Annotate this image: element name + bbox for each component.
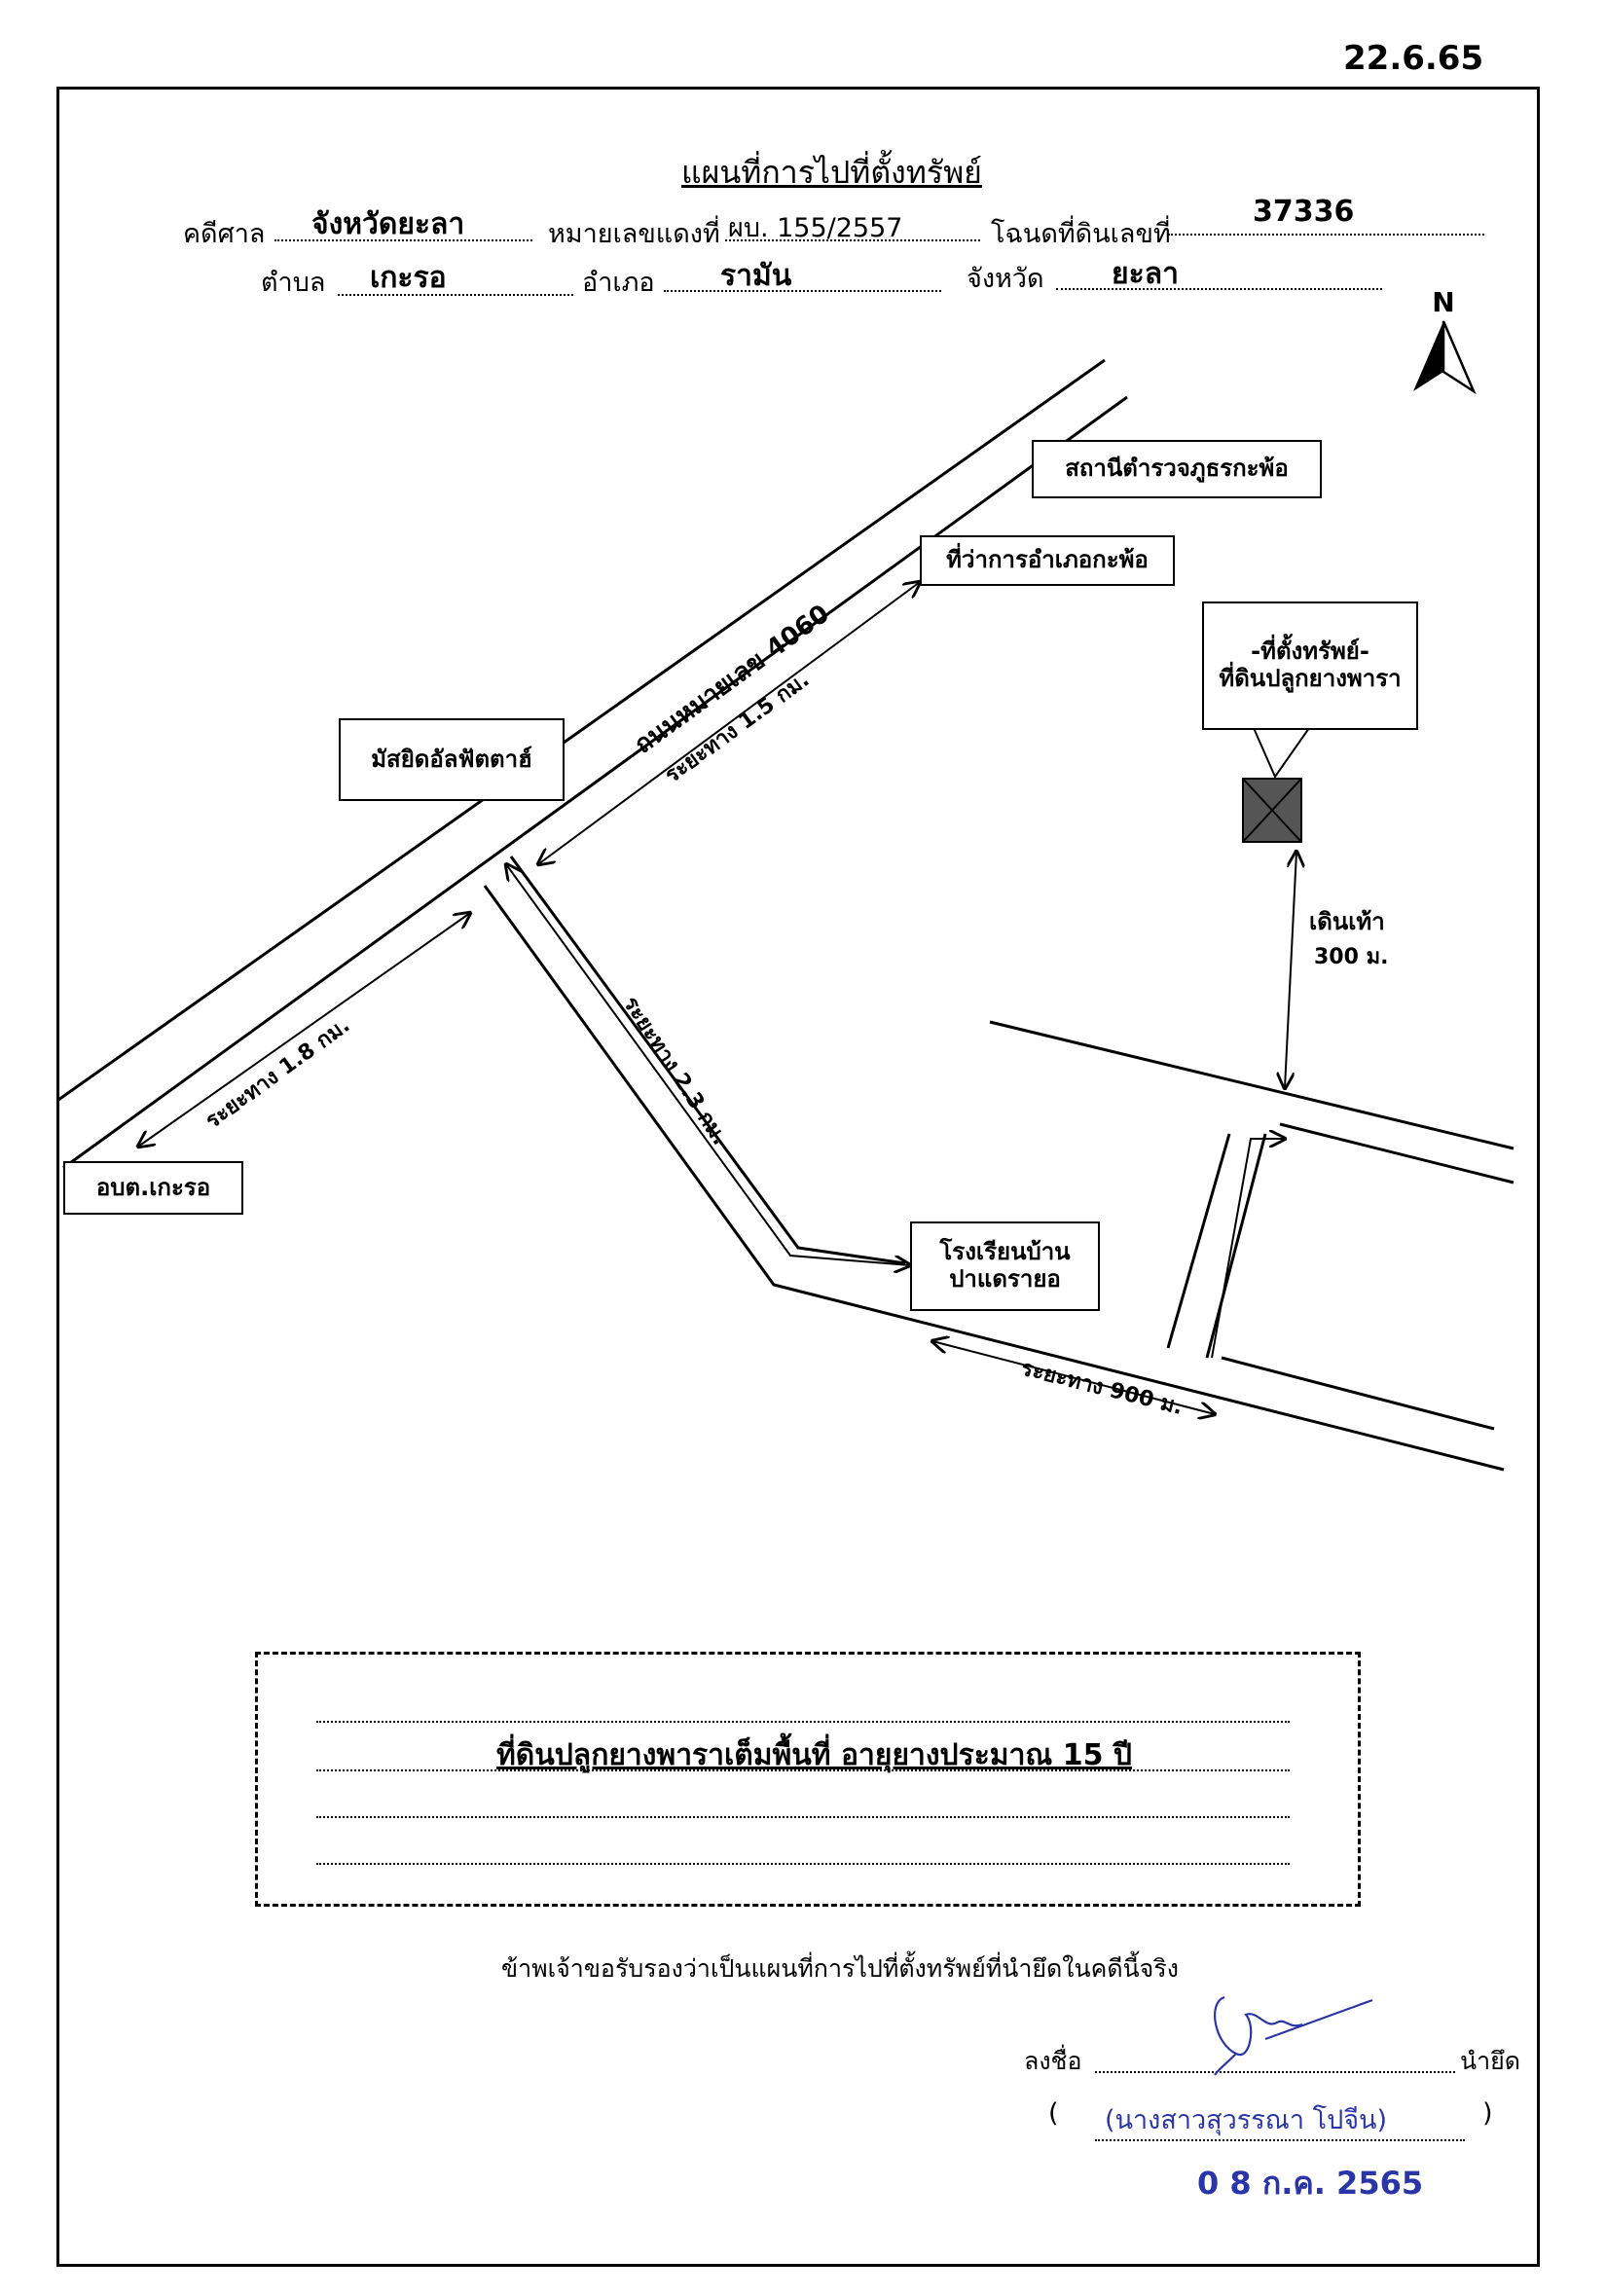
red-number-value: ผบ. 155/2557 (728, 213, 903, 243)
arrow-2-3km (506, 864, 910, 1265)
signer-open-paren: ( (1048, 2098, 1059, 2129)
school-label-line1: โรงเรียนบ้าน (939, 1238, 1071, 1266)
arrow-300m (1285, 852, 1296, 1088)
walk-label-line1: เดินเท้า (1309, 908, 1385, 935)
branch-road-edge-right (1221, 1356, 1495, 1431)
signer-underline (1095, 2139, 1465, 2141)
main-road-edge-bottom (62, 395, 1128, 1170)
sao-box: อบต.เกะรอ (63, 1161, 243, 1215)
certification-text: ข้าพเจ้าขอรับรองว่าเป็นแผนที่การไปที่ตั้… (501, 1954, 1179, 1983)
signature-line (1095, 2071, 1455, 2073)
note-box (255, 1652, 1361, 1907)
document-date: 22.6.65 (1343, 39, 1484, 78)
deed-value: 37336 (1253, 195, 1355, 229)
page-frame (56, 87, 1540, 2267)
signature-role: นำยึด (1460, 2047, 1521, 2075)
property-callout-box: -ที่ตั้งทรัพย์- ที่ดินปลูกยางพารา (1202, 601, 1418, 730)
district-underline (664, 290, 941, 292)
signature-label: ลงชื่อ (1024, 2047, 1082, 2075)
property-note: ที่ดินปลูกยางพาราเต็มพื้นที่ อายุยางประม… (496, 1738, 1132, 1772)
date-stamp: 0 8 ก.ค. 2565 (1197, 2165, 1424, 2202)
arrow-1-8km (138, 913, 470, 1147)
property-location-icon (1242, 778, 1302, 843)
police-station-box: สถานีตำรวจภูธรกะพ้อ (1032, 440, 1322, 498)
distance-2-3km-label: ระยะทาง 2.3 กม. (618, 993, 732, 1150)
north-arrow-icon (1413, 320, 1477, 395)
province-label: จังหวัด (967, 264, 1044, 294)
note-line-3 (316, 1816, 1290, 1818)
school-label-line2: ปาแดรายอ (949, 1265, 1061, 1293)
north-label: N (1432, 286, 1454, 318)
province-underline (1056, 288, 1382, 290)
branch-road-edge-top (483, 885, 1505, 1472)
district-label: อำเภอ (582, 268, 655, 298)
signature-image (1214, 1995, 1373, 2076)
east-road-edge-bottom (1279, 1122, 1515, 1184)
page-title: แผนที่การไปที่ตั้งทรัพย์ (681, 154, 982, 191)
signer-name: (นางสาวสุวรรณา โปจีน) (1105, 2105, 1388, 2135)
connector-road-edge-right (1205, 1133, 1267, 1359)
property-label-line1: -ที่ตั้งทรัพย์- (1251, 638, 1369, 666)
district-value: รามัน (720, 259, 792, 293)
mosque-box: มัสยิดอัลฟัตตาฮ์ (339, 718, 565, 801)
property-callout-pointer (1253, 727, 1310, 780)
subdistrict-value: เกะรอ (370, 261, 447, 295)
case-label: คดีศาล (183, 219, 266, 249)
walk-label-line2: 300 ม. (1314, 945, 1388, 969)
deed-label: โฉนดที่ดินเลขที่ (991, 219, 1171, 249)
main-road-edge-top (57, 358, 1106, 1102)
distance-900m-label: ระยะทาง 900 ม. (1019, 1357, 1186, 1420)
note-line-1 (316, 1721, 1290, 1723)
case-value: จังหวัดยะลา (311, 207, 465, 241)
branch-road-edge-inner (509, 856, 906, 1265)
note-line-2 (316, 1769, 1290, 1771)
arrow-1-5km (538, 582, 920, 864)
note-line-4 (316, 1863, 1290, 1865)
arrow-900m (932, 1341, 1215, 1414)
province-value: ยะลา (1112, 257, 1179, 291)
east-road-edge-top (989, 1020, 1515, 1150)
connector-road-edge-left (1166, 1133, 1231, 1349)
property-label-line2: ที่ดินปลูกยางพารา (1219, 665, 1402, 692)
red-number-label: หมายเลขแดงที่ (548, 219, 720, 249)
distance-1-8km-label: ระยะทาง 1.8 กม. (201, 1013, 354, 1134)
subdistrict-underline (338, 294, 573, 296)
arrow-connector (1211, 1139, 1285, 1359)
school-box: โรงเรียนบ้าน ปาแดรายอ (910, 1221, 1100, 1311)
red-number-underline (725, 239, 980, 241)
case-underline (274, 239, 532, 241)
district-office-box: ที่ว่าการอำเภอกะพ้อ (920, 535, 1175, 586)
subdistrict-label: ตำบล (261, 268, 326, 298)
deed-underline (1168, 234, 1484, 236)
signer-close-paren: ) (1482, 2098, 1493, 2129)
